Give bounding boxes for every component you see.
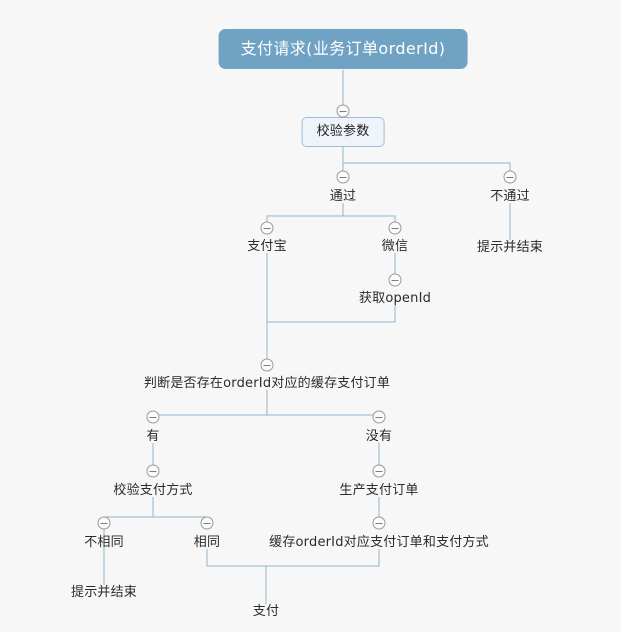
collapse-minus-circle-icon[interactable] bbox=[372, 464, 386, 478]
collapse-minus-circle-icon[interactable] bbox=[336, 170, 350, 184]
collapse-minus-circle-icon[interactable] bbox=[146, 410, 160, 424]
node-n3[interactable]: 通过 bbox=[329, 189, 357, 204]
collapse-minus-circle-icon[interactable] bbox=[388, 273, 402, 287]
node-n13[interactable]: 生产支付订单 bbox=[339, 483, 419, 498]
collapse-minus-circle-icon[interactable] bbox=[372, 516, 386, 530]
edge-n3-to-n7 bbox=[343, 215, 396, 222]
edge-n12-to-n14 bbox=[104, 497, 154, 518]
node-n2[interactable]: 校验参数 bbox=[301, 117, 385, 147]
collapse-minus-circle-icon[interactable] bbox=[372, 410, 386, 424]
node-n18[interactable]: 支付 bbox=[252, 604, 280, 619]
collapse-minus-circle-icon[interactable] bbox=[260, 221, 274, 235]
node-n4[interactable]: 不通过 bbox=[490, 189, 530, 204]
node-n12[interactable]: 校验支付方式 bbox=[113, 483, 193, 498]
root-node[interactable]: 支付请求(业务订单orderId) bbox=[218, 29, 468, 69]
node-n7[interactable]: 微信 bbox=[381, 239, 409, 254]
edge-n2-to-n4 bbox=[343, 162, 511, 171]
node-n14[interactable]: 不相同 bbox=[84, 535, 124, 550]
node-n10[interactable]: 有 bbox=[146, 429, 160, 444]
edge-n9-to-n11 bbox=[267, 411, 380, 416]
node-n8[interactable]: 获取openId bbox=[358, 291, 432, 306]
collapse-minus-circle-icon[interactable] bbox=[336, 104, 350, 118]
collapse-minus-circle-icon[interactable] bbox=[388, 221, 402, 235]
collapse-minus-circle-icon[interactable] bbox=[97, 516, 111, 530]
collapse-minus-circle-icon[interactable] bbox=[503, 170, 517, 184]
node-n16[interactable]: 缓存orderId对应支付订单和支付方式 bbox=[269, 535, 489, 550]
node-n9[interactable]: 判断是否存在orderId对应的缓存支付订单 bbox=[143, 376, 391, 391]
node-n17[interactable]: 提示并结束 bbox=[70, 585, 138, 600]
edge-n9-to-n10 bbox=[152, 390, 268, 416]
collapse-minus-circle-icon[interactable] bbox=[146, 464, 160, 478]
node-n11[interactable]: 没有 bbox=[365, 429, 393, 444]
node-n5[interactable]: 提示并结束 bbox=[476, 240, 544, 255]
node-n15[interactable]: 相同 bbox=[193, 535, 221, 550]
edge-n15-to-n18 bbox=[206, 549, 267, 604]
collapse-minus-circle-icon[interactable] bbox=[200, 516, 214, 530]
node-n6[interactable]: 支付宝 bbox=[247, 239, 287, 254]
collapse-minus-circle-icon[interactable] bbox=[260, 358, 274, 372]
